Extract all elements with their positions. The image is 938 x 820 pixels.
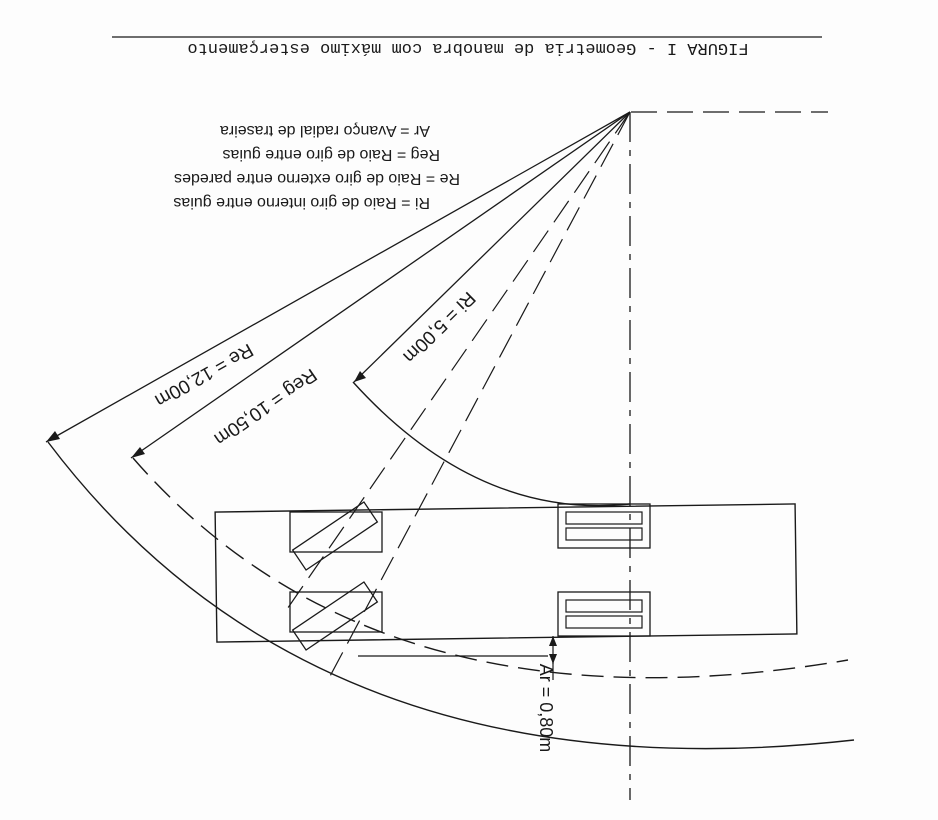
front-wheel-upper [289, 501, 383, 571]
inner-radius-arc [352, 381, 631, 507]
re-dimension-label: Re = 12,00m [151, 339, 256, 411]
outer-radius-arc [47, 441, 855, 750]
ar-dimension [358, 636, 557, 680]
re-arrowhead [46, 431, 60, 442]
front-wheel-lower [289, 581, 383, 651]
legend-re: Re = Raio de giro externo entre paredes [174, 170, 460, 187]
front-wheel-projection-b [282, 111, 631, 616]
legend-reg: Reg = Raio de giro entre guias [223, 146, 440, 163]
legend-ar: Ar = Avanço radial de traseira [220, 122, 430, 139]
reg-radius-line [130, 111, 631, 459]
legend-ri: Ri = Raio de giro interno entre guias [173, 194, 430, 211]
rear-wheel-lower [557, 591, 651, 637]
re-radius-line [45, 111, 631, 443]
reg-dimension-label: Reg = 10,50m [210, 364, 321, 450]
figure-title: FIGURA I - Geometria de manobra com máxi… [187, 38, 748, 57]
guide-radius-arc [132, 457, 849, 679]
ri-arrowhead [354, 371, 366, 382]
ar-dimension-label: Ar = 0,80m [536, 664, 556, 753]
ri-radius-line [353, 111, 631, 383]
vehicle-body [214, 503, 798, 643]
rear-wheel-upper [557, 503, 651, 549]
reg-arrowhead [131, 447, 145, 458]
